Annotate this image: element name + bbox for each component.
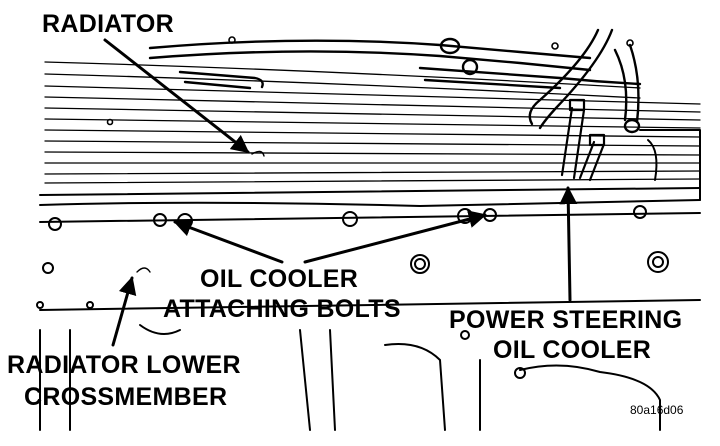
power-steering-label-line2: OIL COOLER: [493, 336, 652, 364]
radiator-label: RADIATOR: [42, 10, 175, 38]
radiator-core-lines: [44, 61, 701, 184]
power-steering-cooler-fittings: [560, 98, 606, 182]
leader-lines: [103, 38, 578, 347]
lower-tank-bolts: [42, 205, 669, 274]
crossmember-label-line2: CROSSMEMBER: [24, 383, 228, 411]
lower-tank: [39, 129, 701, 311]
oil-cooler-label-line2: ATTACHING BOLTS: [163, 295, 401, 323]
power-steering-label-line1: POWER STEERING: [449, 306, 683, 334]
figure-id-label: 80a16d06: [630, 403, 684, 417]
crossmember-label-line1: RADIATOR LOWER: [7, 351, 241, 379]
crossmember-structure: [36, 301, 661, 431]
oil-cooler-label-line1: OIL COOLER: [200, 265, 359, 293]
pointer-hooks: [136, 150, 265, 273]
clips: [106, 36, 634, 126]
upper-hoses: [148, 28, 642, 134]
